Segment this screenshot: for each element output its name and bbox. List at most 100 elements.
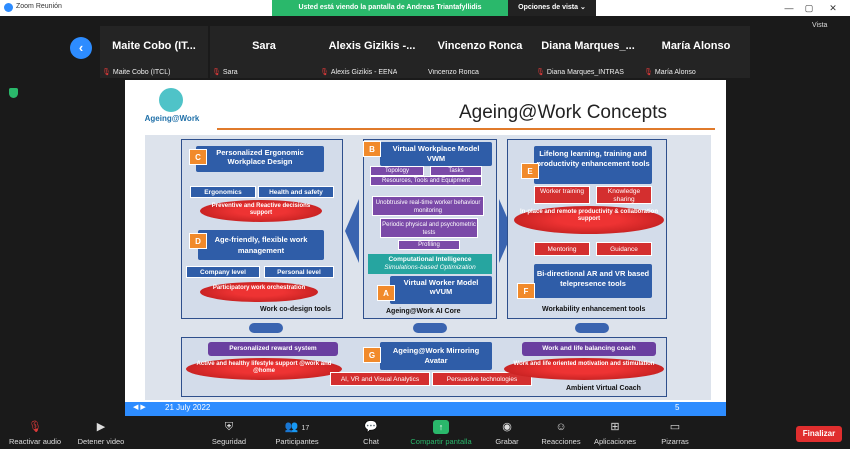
box-e-title: Lifelong learning, training and producti…: [534, 146, 652, 184]
end-meeting-button[interactable]: Finalizar: [796, 426, 842, 442]
badge-d: D: [189, 233, 207, 249]
tasks-label: Tasks: [430, 166, 482, 176]
bottom-panel: Personalized reward system Active and he…: [181, 337, 667, 397]
topology-label: Topology: [370, 166, 424, 176]
active-lifestyle-oval: Active and healthy lifestyle support @wo…: [186, 358, 342, 380]
screen-share-banner: Usted está viendo la pantalla de Andreas…: [272, 0, 508, 16]
participant-name: Sara: [252, 40, 276, 52]
participant-name: Vincenzo Ronca: [437, 40, 523, 52]
box-f-title: Bi-directional AR and VR based teleprese…: [534, 264, 652, 298]
meeting-toolbar: 🎙 Reactivar audio ▶ Detener video ⛨Segurid…: [0, 417, 850, 449]
unmute-button[interactable]: 🎙 Reactivar audio: [0, 420, 70, 446]
participant-tile[interactable]: Maite Cobo (IT... 🎙Maite Cobo (ITCL): [100, 26, 208, 78]
record-label: Grabar: [495, 437, 519, 446]
vwm-abbr: VWM: [426, 154, 446, 163]
reward-system-label: Personalized reward system: [208, 342, 338, 356]
persuasive-label: Persuasive technologies: [432, 372, 532, 386]
record-icon: ◉: [502, 421, 512, 433]
chat-button[interactable]: 💬Chat: [336, 420, 406, 446]
concept-diagram: Personalized Ergonomic Workplace Design …: [145, 135, 711, 400]
mic-muted-icon: 🎙: [320, 69, 329, 76]
participant-name: Maite Cobo (IT...: [112, 40, 196, 52]
encryption-shield-icon[interactable]: [9, 88, 18, 98]
title-divider: [217, 128, 715, 130]
share-screen-icon: ↑: [433, 420, 449, 434]
box-c-title: Personalized Ergonomic Workplace Design: [196, 146, 324, 172]
apps-button[interactable]: ⊞ Aplicaciones: [580, 420, 650, 446]
participant-tile[interactable]: Alexis Gizikis -... 🎙Alexis Gizikis - EE…: [318, 26, 426, 78]
badge-e: E: [521, 163, 539, 179]
mic-muted-icon: 🎙: [28, 421, 42, 433]
left-caption: Work co-design tools: [260, 306, 332, 313]
participatory-oval: Participatory work orchestration: [200, 282, 318, 302]
stop-video-label: Detener video: [77, 437, 125, 446]
shared-slide: Ageing@Work Ageing@Work Concepts Persona…: [125, 80, 726, 416]
box-d-title: Age-friendly, flexible work management: [198, 230, 324, 260]
reactions-label: Reacciones: [541, 437, 581, 446]
view-options-button[interactable]: Opciones de vista ⌄: [508, 0, 596, 16]
participants-icon: 👥 17: [284, 421, 310, 433]
personal-level-label: Personal level: [264, 266, 334, 278]
mic-muted-icon: 🎙: [536, 69, 545, 76]
gallery-prev-button[interactable]: ‹: [70, 37, 92, 59]
participant-tile[interactable]: María Alonso 🎙María Alonso: [642, 26, 750, 78]
minimize-button[interactable]: —: [784, 3, 794, 13]
health-safety-label: Health and safety: [258, 186, 334, 198]
mentoring-label: Mentoring: [534, 242, 590, 256]
participant-label: Vincenzo Ronca: [428, 69, 479, 76]
tests-label: Periodic physical and psychometric tests: [380, 218, 478, 238]
connector-center: [413, 323, 447, 333]
reactions-button[interactable]: ☺ Reacciones: [526, 420, 596, 446]
left-panel: Personalized Ergonomic Workplace Design …: [181, 139, 343, 319]
connector-right: [575, 323, 609, 333]
resources-label: Resources, Tools and Equipment: [370, 176, 482, 186]
participant-name: Alexis Gizikis -...: [328, 40, 416, 52]
video-icon: ▶: [96, 421, 106, 433]
ci-sub: Simulations-based Optimization: [384, 264, 476, 271]
maximize-button[interactable]: ▢: [804, 3, 814, 13]
chat-icon: 💬: [364, 421, 378, 433]
whiteboard-button[interactable]: ▭ Pizarras: [640, 420, 710, 446]
vum-abbr: wVUM: [429, 287, 453, 296]
whiteboard-icon: ▭: [669, 421, 681, 433]
apps-label: Aplicaciones: [593, 437, 637, 446]
participant-label: María Alonso: [654, 69, 696, 76]
whiteboard-label: Pizarras: [661, 437, 689, 446]
left-arrow: [345, 199, 359, 263]
worker-training-label: Worker training: [534, 186, 590, 204]
stop-video-button[interactable]: ▶ Detener video: [66, 420, 136, 446]
view-button[interactable]: Vista: [812, 22, 828, 29]
mic-muted-icon: 🎙: [102, 69, 111, 76]
participant-tile[interactable]: Vincenzo Ronca Vincenzo Ronca: [426, 26, 534, 78]
security-label: Seguridad: [211, 437, 247, 446]
close-button[interactable]: ✕: [829, 3, 837, 13]
participant-tile[interactable]: Sara 🎙Sara: [210, 26, 318, 78]
participant-label: Diana Marques_INTRAS: [546, 69, 624, 76]
apps-icon: ⊞: [610, 421, 620, 433]
share-screen-button[interactable]: ↑Compartir pantalla: [406, 420, 476, 446]
ageing-work-logo: Ageing@Work: [137, 86, 207, 126]
record-button[interactable]: ◉ Grabar: [472, 420, 542, 446]
participant-tile[interactable]: Diana Marques_... 🎙Diana Marques_INTRAS: [534, 26, 642, 78]
company-level-label: Company level: [186, 266, 260, 278]
badge-f: F: [517, 283, 535, 299]
ai-vr-label: AI, VR and Visual Analytics: [330, 372, 430, 386]
slide-nav-icons[interactable]: ◀ ▶: [133, 404, 146, 411]
vum-title-text: Virtual Worker Model: [403, 278, 479, 287]
productivity-oval: In-place and remote productivity & colla…: [514, 206, 664, 234]
badge-b: B: [363, 141, 381, 157]
badge-g: G: [363, 347, 381, 363]
bottom-caption: Ambient Virtual Coach: [566, 385, 641, 392]
unmute-label: Reactivar audio: [8, 437, 62, 446]
security-button[interactable]: ⛨Seguridad: [194, 420, 264, 446]
participant-name: Diana Marques_...: [541, 40, 635, 52]
ci-title: Computational Intelligence: [388, 256, 472, 263]
zoom-logo-icon: [4, 3, 13, 12]
reactions-icon: ☺: [555, 421, 567, 433]
badge-a: A: [377, 285, 395, 301]
badge-c: C: [189, 149, 207, 165]
participant-label: Sara: [222, 69, 238, 76]
